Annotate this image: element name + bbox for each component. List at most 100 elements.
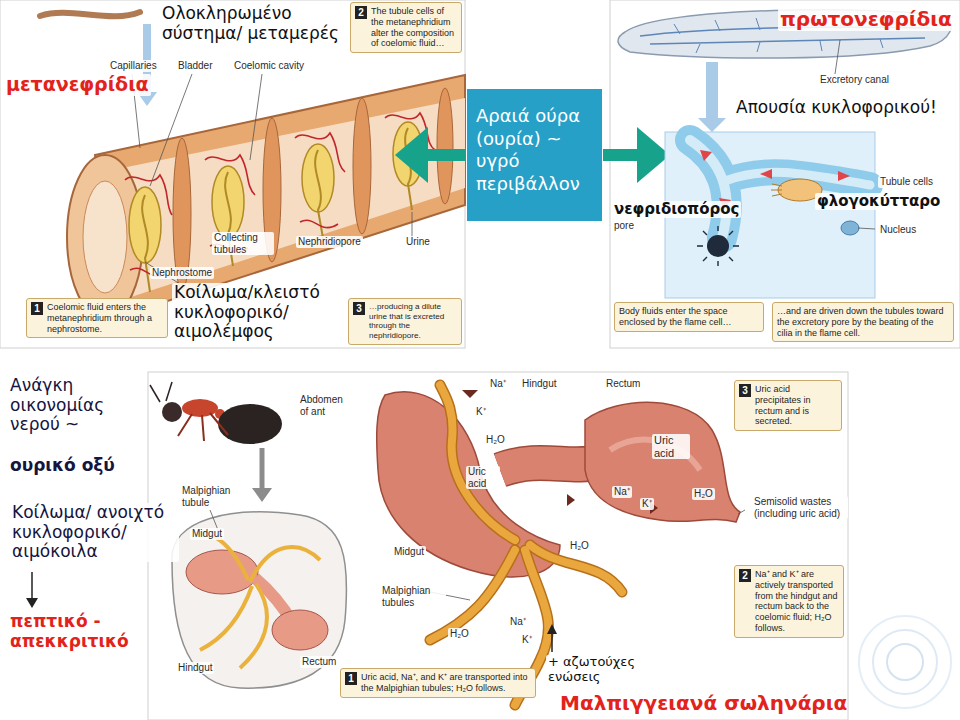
summary-box: Αραιά ούρα (ουρία) ~ υγρό περιβάλλον xyxy=(466,88,603,222)
ant-illustration xyxy=(162,402,182,422)
malpighian-tubule xyxy=(440,385,515,540)
section-title: Μαλπιγγειανά σωληνάρια xyxy=(560,692,847,715)
flow-arrow xyxy=(462,390,658,514)
part-label: Malpighian tubules xyxy=(380,585,446,608)
note: Απουσία κυκλοφορικού! xyxy=(734,98,939,118)
gut-illustration xyxy=(551,632,553,652)
callout-number: 1 xyxy=(345,672,357,685)
note: + αζωτούχες ενώσεις xyxy=(546,655,642,685)
capillaries xyxy=(295,133,345,172)
nephridium xyxy=(129,122,423,292)
flow-arrow xyxy=(700,150,712,161)
callout-text: Uric acid precipitates in rectum and is … xyxy=(755,384,837,427)
planarian-illustration xyxy=(698,62,726,132)
note: πεπτικό - απεκκριτικό xyxy=(10,612,145,651)
part-label: Nucleus xyxy=(878,224,918,236)
callout-text: …producing a dilute urine that is excret… xyxy=(369,302,457,341)
callout-number: 2 xyxy=(355,6,367,19)
callout-box: 1 Uric acid, Na⁺, and K⁺ are transported … xyxy=(340,668,536,698)
callout-box: 1Coelomic fluid enters the metanephridiu… xyxy=(26,298,168,338)
earthworm-illustration xyxy=(122,98,465,298)
summary-text: Αραιά ούρα (ουρία) ~ υγρό περιβάλλον xyxy=(476,105,580,194)
earthworm-illustration xyxy=(353,98,371,234)
part-label: Tubule cells xyxy=(878,176,935,188)
callout-number: 3 xyxy=(353,302,365,315)
capillaries xyxy=(125,113,435,276)
planarian-illustration xyxy=(690,140,727,238)
ion-label: K⁺ xyxy=(520,634,534,646)
callout-text: Na⁺ and K⁺ are actively transported from… xyxy=(755,569,839,634)
leader-line xyxy=(150,74,192,186)
ant-illustration xyxy=(252,488,272,502)
callout-box: …and are driven down the tubules toward … xyxy=(772,302,954,342)
malpighian-tubule xyxy=(440,385,515,540)
panel-frame xyxy=(148,372,848,720)
green-double-arrow xyxy=(395,127,428,183)
section-title: πρωτονεφρίδια xyxy=(778,8,954,31)
part-label: Hindgut xyxy=(520,378,558,390)
gut-illustration xyxy=(377,385,745,705)
part-label: Urine xyxy=(404,236,432,248)
section-title: μετανεφρίδια xyxy=(4,74,151,96)
background-swirls xyxy=(859,616,951,708)
callout-box: 3 …producing a dilute urine that is excre… xyxy=(348,298,462,345)
ion-label: H₂O xyxy=(448,628,471,640)
callout-text: The tubule cells of the metanephridium a… xyxy=(371,6,457,49)
ion-label: K⁺ xyxy=(640,498,654,510)
planarian-illustration xyxy=(707,235,729,257)
panel-frame xyxy=(0,0,465,348)
part-label: Rectum xyxy=(300,656,338,668)
part-label: Capillaries xyxy=(108,60,159,72)
ant-illustration xyxy=(260,448,265,490)
ant-illustration xyxy=(178,413,228,441)
earthworm-illustration xyxy=(437,88,453,204)
nephridium xyxy=(405,128,412,210)
part-label: Uric acid xyxy=(652,434,690,459)
planarian-illustration xyxy=(771,184,782,196)
part-label: νεφριδιοπόρος xyxy=(612,201,741,218)
ion-label: H₂O xyxy=(692,488,715,500)
ant-illustration xyxy=(195,534,320,668)
planarian-illustration xyxy=(841,221,859,235)
ion-label: K⁺ xyxy=(474,406,488,418)
ant-illustration xyxy=(166,382,172,401)
part-label: Coelomic cavity xyxy=(232,60,306,72)
panel-frame xyxy=(610,0,960,348)
down-arrow xyxy=(31,572,33,598)
callout-number: 2 xyxy=(739,569,751,582)
ion-label: H₂O xyxy=(568,540,591,552)
earthworm-illustration xyxy=(40,12,140,16)
callout-text: Uric acid, Na⁺, and K⁺ are transported i… xyxy=(361,672,531,694)
part-label: Malpighian tubule xyxy=(180,485,246,508)
part-label: Nephridiopore xyxy=(296,236,363,248)
part-label: Hindgut xyxy=(176,662,214,674)
callout-box: Body fluids enter the space enclosed by … xyxy=(614,302,764,332)
note: ουρικό οξύ xyxy=(10,456,115,476)
part-label: φλογοκύτταρο xyxy=(815,193,942,210)
flow-arrow xyxy=(760,169,772,179)
ion-label: Na⁺ xyxy=(508,616,528,628)
part-label: pore xyxy=(612,220,636,232)
background-swirls xyxy=(887,644,923,680)
part-label: Excretory canal xyxy=(818,74,891,86)
part-label: Rectum xyxy=(604,378,642,390)
nephridium xyxy=(142,195,150,292)
down-arrow xyxy=(26,572,38,608)
malpighian-tubule xyxy=(530,545,622,592)
earthworm-illustration xyxy=(40,12,465,319)
gut-illustration xyxy=(585,402,740,522)
leader-line xyxy=(132,74,412,284)
callout-text: Coelomic fluid enters the metanephridium… xyxy=(47,302,163,334)
ant-illustration xyxy=(150,382,347,688)
part-label: Midgut xyxy=(392,546,426,558)
background-swirls xyxy=(873,630,937,694)
capillaries xyxy=(125,175,172,215)
leader-line xyxy=(250,74,262,160)
gut-illustration xyxy=(547,624,557,634)
ion-label: Na⁺ xyxy=(612,486,632,498)
note: Κοίλωμα/ ανοιχτό κυκλοφορικό/ αιμόκοιλα xyxy=(10,503,179,562)
planarian-illustration xyxy=(697,226,739,266)
ant-illustration xyxy=(172,512,347,688)
earthworm-illustration xyxy=(95,75,465,318)
